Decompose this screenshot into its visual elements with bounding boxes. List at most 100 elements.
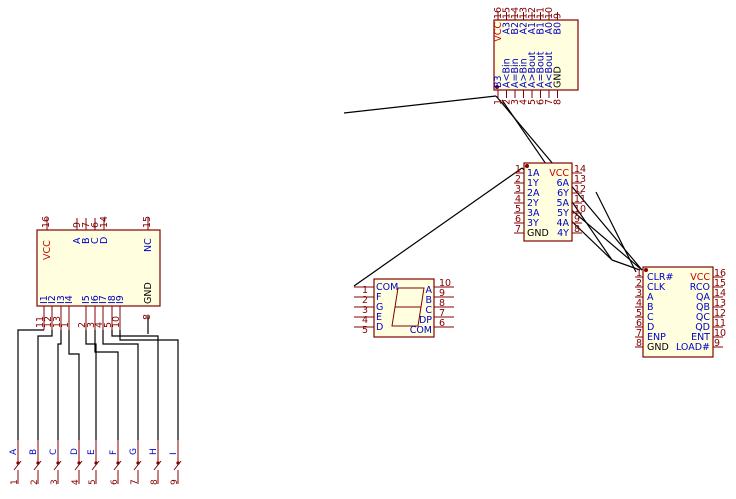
pin-number: 4 — [94, 322, 105, 328]
switch[interactable]: 3C — [49, 440, 62, 485]
pin-number: 16 — [493, 7, 504, 19]
pin-label: I7 — [98, 295, 109, 304]
pin-number: 4 — [519, 99, 530, 105]
pin-number: 7 — [515, 224, 521, 235]
pin-label: F — [376, 292, 381, 303]
switch-lever — [113, 460, 122, 471]
wire — [85, 330, 97, 440]
pin-number: 4 — [362, 315, 368, 326]
pin-number: 3 — [86, 322, 97, 328]
chip-body — [523, 162, 573, 242]
switch[interactable]: 9I — [169, 440, 182, 485]
wire — [17, 329, 44, 440]
pin-number: 2 — [636, 278, 642, 289]
pin-label: B — [81, 237, 92, 244]
pin-label: COM — [410, 325, 432, 336]
pin-number: 14 — [99, 216, 110, 228]
pin-label: 1Y — [527, 178, 539, 189]
pin-number: 13 — [519, 7, 530, 19]
pin-number: 13 — [574, 174, 586, 185]
pin-number: 2 — [515, 174, 521, 185]
switch-label: I — [169, 452, 179, 455]
pin-number: 11 — [574, 194, 586, 205]
pin-label: CLR# — [647, 272, 674, 283]
pin-label: QD — [695, 322, 710, 333]
pin1-marker — [525, 164, 529, 168]
pin-label: A=Bin — [510, 58, 521, 88]
pin-number: 1 — [493, 99, 504, 105]
pin-label: VCC — [690, 272, 710, 283]
pin-number: 6 — [636, 318, 642, 329]
pin-label: D — [376, 322, 383, 333]
switch-lever — [53, 460, 62, 471]
pin-number: 3 — [515, 184, 521, 195]
pin-label: A<Bin — [502, 58, 513, 88]
pin-label: B0 — [553, 22, 564, 35]
pin-label: C — [647, 312, 654, 323]
pin-number: 7 — [636, 328, 642, 339]
pin-number: 12 — [527, 7, 538, 19]
switch[interactable]: 7G — [129, 440, 142, 485]
pin-number: 9 — [439, 288, 445, 299]
pin-number: 6 — [439, 318, 445, 329]
pin-label: A2 — [519, 22, 530, 35]
pin-number: 6 — [536, 99, 547, 105]
pin-number: 2 — [77, 322, 88, 328]
pin-label: CLK — [647, 282, 666, 293]
switch-label: G — [129, 448, 139, 455]
wire — [57, 330, 62, 440]
pin-label: B — [425, 295, 432, 306]
pin-label: RCO — [690, 282, 710, 293]
pin-label: I6 — [90, 295, 101, 304]
pin-number: 16 — [714, 268, 726, 279]
pin-label: I3 — [56, 295, 67, 304]
segment-outline — [391, 287, 425, 327]
pin-label: I9 — [115, 295, 126, 304]
pin-label: D — [99, 237, 110, 244]
pin-label: A1 — [527, 22, 538, 35]
switch[interactable]: 1A — [9, 440, 22, 485]
pin-number: 14 — [510, 7, 521, 19]
pin-number: 1 — [60, 322, 71, 328]
pin-label: 2A — [527, 188, 540, 199]
pin-label: QB — [696, 302, 710, 313]
switch[interactable]: 6F — [109, 440, 122, 485]
switch[interactable]: 4D — [70, 440, 83, 485]
pin-number: 8 — [574, 224, 580, 235]
pin-label: VCC — [549, 168, 569, 179]
pin-number: 2 — [362, 295, 368, 306]
switch[interactable]: 8H — [149, 440, 162, 485]
pin-label: 6Y — [557, 188, 569, 199]
wire — [37, 330, 53, 440]
switch-contact — [156, 461, 160, 465]
pin-number: 3 — [636, 288, 642, 299]
switch-number: 5 — [88, 479, 98, 485]
pin-label: I5 — [81, 295, 92, 304]
pin-number: 1 — [362, 285, 368, 296]
pin-number: 2 — [502, 99, 513, 105]
switch-number: 6 — [110, 479, 120, 485]
pin-label: A — [426, 285, 433, 296]
switch-contact — [77, 461, 81, 465]
switch-contact — [16, 461, 20, 465]
chip-body — [493, 19, 579, 91]
switch[interactable]: 5E — [87, 440, 100, 485]
pin-number: 15 — [142, 216, 153, 228]
encoder-chip[interactable]: 16VCC9A7B6C14D15NC11I112I213I31I42I53I64… — [35, 216, 161, 330]
switch[interactable]: 2B — [29, 440, 42, 485]
gnd-label: GND — [143, 282, 154, 304]
pin-number: 13 — [52, 316, 63, 328]
pin-number: 15 — [502, 7, 513, 19]
pin-number: 12 — [714, 308, 726, 319]
comparator-chip[interactable]: 16VCC15A314B213A212A111B110A09B01B32A<Bi… — [493, 7, 579, 105]
pin-number: 14 — [574, 164, 586, 175]
pin-number: 10 — [714, 328, 726, 339]
pin-label: A>Bout — [527, 51, 538, 88]
pin-label: A0 — [544, 22, 555, 35]
wire — [353, 167, 523, 287]
switch-label: E — [87, 449, 97, 455]
